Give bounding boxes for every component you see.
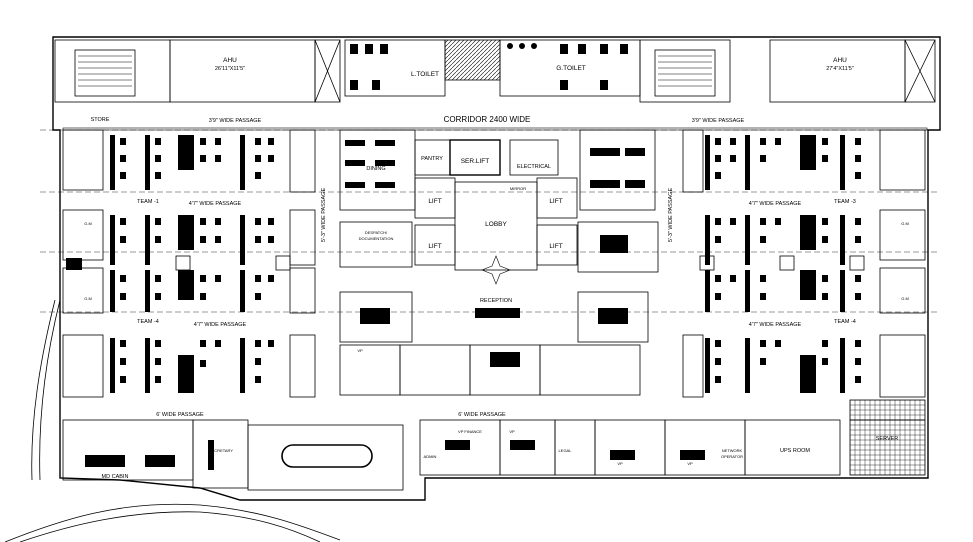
label-dining: DINING xyxy=(366,166,385,172)
right-chairs xyxy=(715,138,861,383)
label-ups-room: UPS ROOM xyxy=(780,448,810,454)
axis-lines xyxy=(40,129,940,313)
label-team-r4: TEAM -4 xyxy=(834,319,856,325)
label-lift-1: LIFT xyxy=(428,198,441,205)
building-outline xyxy=(52,36,941,501)
label-pantry: PANTRY xyxy=(421,156,443,162)
label-gm-1: G.M xyxy=(84,221,92,226)
toilet-fixtures xyxy=(350,43,628,90)
label-gm-2: G.M xyxy=(84,296,92,301)
label-passage-left-top: 3'9" WIDE PASSAGE xyxy=(209,118,262,124)
label-lift-4: LIFT xyxy=(549,243,562,250)
room-labels: AHU 26'11"X11'5" AHU 27'4"X11'5" L.TOILE… xyxy=(84,57,909,480)
label-md-cabin: MD CABIN xyxy=(102,474,129,480)
label-server: SERVER xyxy=(876,436,899,442)
label-gm-4: G.M xyxy=(901,296,909,301)
right-wing-rooms xyxy=(682,129,926,398)
label-team-1: TEAM -1 xyxy=(137,199,159,205)
label-gm-3: G.M xyxy=(901,221,909,226)
dining-furniture xyxy=(345,140,645,367)
label-passage-47-c: 4'7" WIDE PASSAGE xyxy=(749,201,802,207)
label-passage-6-left: 6' WIDE PASSAGE xyxy=(156,412,204,418)
label-ahu-left-dim: 26'11"X11'5" xyxy=(215,66,245,72)
label-passage-47-d: 4'7" WIDE PASSAGE xyxy=(749,322,802,328)
label-g-toilet: G.TOILET xyxy=(556,65,586,72)
conference-table xyxy=(281,444,373,468)
site-curves xyxy=(4,299,341,542)
left-chairs xyxy=(120,138,274,383)
central-core xyxy=(339,129,659,396)
label-lobby: LOBBY xyxy=(485,221,507,228)
left-wing-rooms xyxy=(62,129,316,398)
label-corridor: CORRIDOR 2400 WIDE xyxy=(444,115,531,124)
label-ahu-left: AHU xyxy=(223,57,237,64)
service-block xyxy=(54,39,936,103)
label-mirror: MIRROR xyxy=(510,186,526,191)
label-lift-3: LIFT xyxy=(549,198,562,205)
label-admin: ADMIN xyxy=(424,454,437,459)
left-workstations xyxy=(66,135,291,393)
right-workstations xyxy=(699,135,865,393)
label-network: NETWORK xyxy=(722,448,743,453)
lobby-star xyxy=(481,255,511,285)
label-secretary: SECRETARY xyxy=(209,448,233,453)
label-team-4: TEAM -4 xyxy=(137,319,159,325)
label-passage-47-b: 4'7" WIDE PASSAGE xyxy=(194,322,247,328)
label-passage-right-top: 3'9" WIDE PASSAGE xyxy=(692,118,745,124)
label-l-toilet: L.TOILET xyxy=(411,71,439,78)
label-reception: RECEPTION xyxy=(480,298,512,304)
label-legal: LEGAL xyxy=(559,448,573,453)
label-passage-6-mid: 6' WIDE PASSAGE xyxy=(458,412,506,418)
label-ahu-right-dim: 27'4"X11'5" xyxy=(826,66,854,72)
label-passage-vertical-right: 5'-3" WIDE PASSAGE xyxy=(668,188,674,243)
cabin-desks xyxy=(85,440,705,470)
label-passage-47-a: 4'7" WIDE PASSAGE xyxy=(189,201,242,207)
label-store: STORE xyxy=(91,117,110,123)
label-vp-b: VP xyxy=(617,461,623,466)
label-vp-d: VP xyxy=(357,348,363,353)
label-electrical: ELECTRICAL xyxy=(517,164,551,170)
label-team-3: TEAM -3 xyxy=(834,199,856,205)
bottom-cabins xyxy=(62,399,926,491)
label-operator: OPERATOR xyxy=(721,454,743,459)
label-ser-lift: SER.LIFT xyxy=(461,158,490,165)
label-passage-vertical-left: 5'-3" WIDE PASSAGE xyxy=(321,188,327,243)
label-vp-a: VP xyxy=(509,429,515,434)
label-lift-2: LIFT xyxy=(428,243,441,250)
stair-treads xyxy=(78,55,712,87)
label-documentation: DOCUMENTATION xyxy=(359,236,394,241)
label-vp-finance: VP FINANCE xyxy=(458,429,482,434)
label-despatch: DESPATCH/ xyxy=(365,230,388,235)
label-vp-c: VP xyxy=(687,461,693,466)
label-ahu-right: AHU xyxy=(833,57,847,64)
